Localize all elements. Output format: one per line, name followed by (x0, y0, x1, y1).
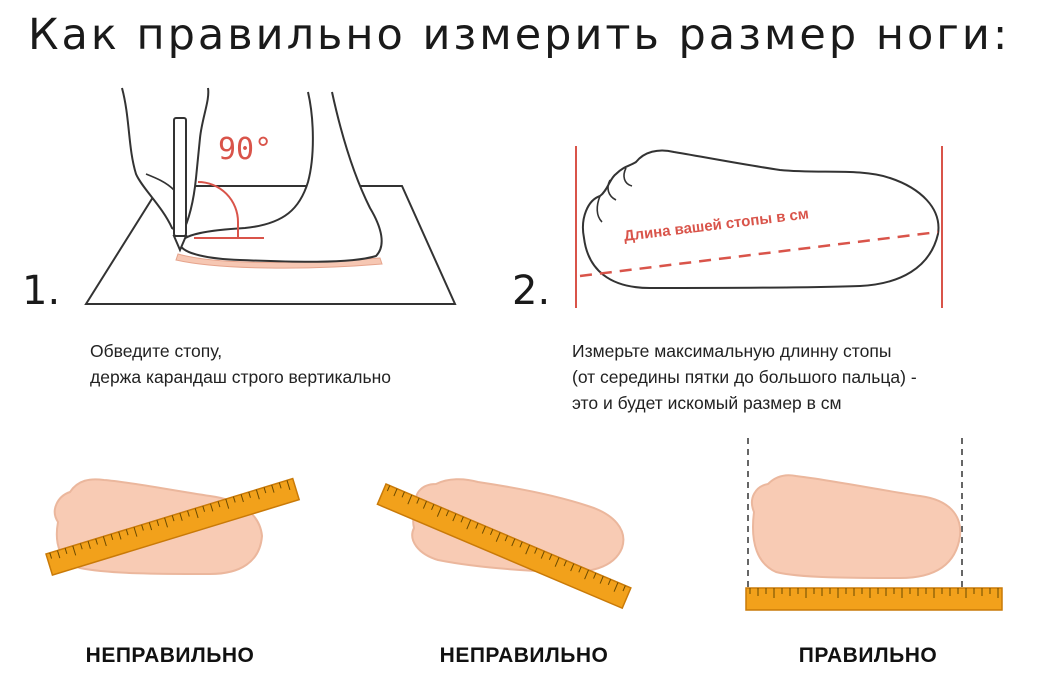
hand-outline (121, 87, 210, 236)
step1-description-line1: Обведите стопу, (90, 341, 223, 361)
footprint (411, 478, 625, 574)
step1-illustration (84, 87, 457, 305)
length-dashed-line (579, 230, 939, 278)
step2-illustration (575, 146, 943, 308)
step1-description: Обведите стопу, держа карандаш строго ве… (90, 338, 391, 390)
footprint (750, 474, 962, 580)
page-title: Как правильно измерить размер ноги: (28, 10, 1011, 60)
angle-label: 90° (218, 132, 273, 167)
step2-number: 2. (512, 268, 551, 314)
step2-description-line2: (от середины пятки до большого пальца) - (572, 367, 917, 387)
ruler (745, 587, 1003, 611)
foot-print-outline (582, 149, 940, 290)
step1-number: 1. (22, 268, 61, 314)
step2-description-line3: это и будет искомый размер в см (572, 393, 842, 413)
angle-arc (197, 181, 239, 223)
example1-verdict: НЕПРАВИЛЬНО (85, 644, 255, 667)
ruler (376, 483, 632, 610)
pencil-icon (172, 117, 188, 253)
example2-illustration (376, 478, 632, 610)
example2-verdict: НЕПРАВИЛЬНО (439, 644, 609, 667)
foot-outline (178, 91, 383, 263)
ruler (45, 477, 301, 576)
example3-illustration (745, 438, 1003, 611)
example1-illustration (45, 477, 301, 576)
example3-verdict: ПРАВИЛЬНО (798, 644, 938, 667)
foot-tracing (175, 253, 383, 269)
step2-description-line1: Измерьте максимальную длинну стопы (572, 341, 892, 361)
step1-description-line2: держа карандаш строго вертикально (90, 367, 392, 387)
step2-description: Измерьте максимальную длинну стопы (от с… (572, 338, 917, 416)
